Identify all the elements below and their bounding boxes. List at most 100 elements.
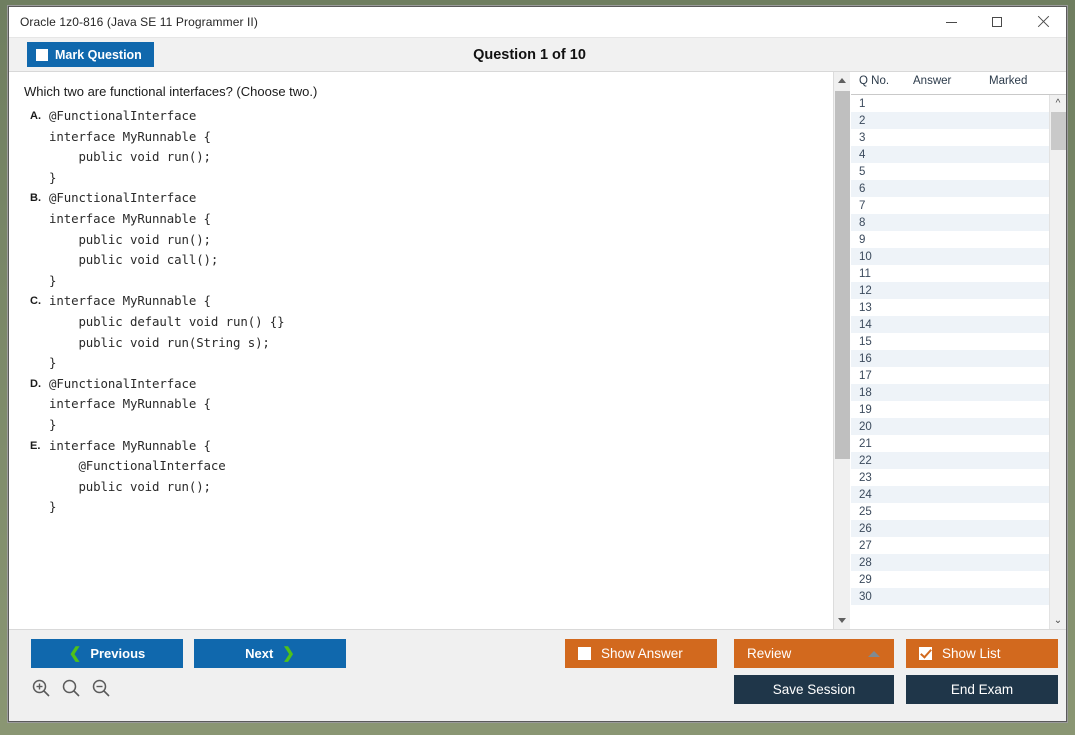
cell-q-no: 20: [859, 420, 872, 433]
cell-q-no: 9: [859, 233, 866, 246]
cell-q-no: 5: [859, 165, 866, 178]
table-row[interactable]: 6: [851, 180, 1049, 197]
maximize-button[interactable]: [974, 7, 1020, 38]
table-row[interactable]: 17: [851, 367, 1049, 384]
table-row[interactable]: 3: [851, 129, 1049, 146]
answer-option[interactable]: B.@FunctionalInterface interface MyRunna…: [23, 188, 833, 291]
save-session-label: Save Session: [772, 682, 856, 697]
table-row[interactable]: 25: [851, 503, 1049, 520]
scroll-down-button[interactable]: [834, 612, 851, 629]
table-row[interactable]: 16: [851, 350, 1049, 367]
answer-option[interactable]: A. @FunctionalInterface interface MyRunna…: [23, 106, 833, 188]
answer-options-list: A. @FunctionalInterface interface MyRunna…: [23, 106, 833, 518]
table-row[interactable]: 13: [851, 299, 1049, 316]
table-row[interactable]: 29: [851, 571, 1049, 588]
caret-up-icon: [868, 650, 880, 657]
zoom-reset-icon[interactable]: [61, 678, 81, 703]
table-row[interactable]: 28: [851, 554, 1049, 571]
table-row[interactable]: 8: [851, 214, 1049, 231]
table-row[interactable]: 15: [851, 333, 1049, 350]
title-bar: Oracle 1z0-816 (Java SE 11 Programmer II…: [9, 7, 1066, 38]
table-row[interactable]: 11: [851, 265, 1049, 282]
answer-option-code: @FunctionalInterface interface MyRunnabl…: [49, 108, 211, 185]
table-row[interactable]: 30: [851, 588, 1049, 605]
column-header-answer: Answer: [913, 75, 952, 87]
table-row[interactable]: 24: [851, 486, 1049, 503]
mark-question-button[interactable]: Mark Question: [27, 42, 154, 67]
show-answer-label: Show Answer: [601, 646, 683, 661]
table-row[interactable]: 22: [851, 452, 1049, 469]
list-scroll-up-button[interactable]: ^: [1055, 97, 1061, 109]
answer-option-letter: C.: [30, 295, 41, 308]
table-row[interactable]: 10: [851, 248, 1049, 265]
table-row[interactable]: 19: [851, 401, 1049, 418]
question-header-bar: Mark Question Question 1 of 10: [9, 38, 1066, 72]
answer-option-letter: A.: [30, 110, 41, 122]
content-scrollbar-track[interactable]: [834, 89, 851, 612]
question-counter: Question 1 of 10: [473, 46, 586, 63]
list-scrollbar-thumb[interactable]: [1051, 112, 1066, 150]
review-dropdown-button[interactable]: Review: [734, 639, 894, 668]
cell-q-no: 27: [859, 539, 872, 552]
cell-q-no: 21: [859, 437, 872, 450]
answer-option-code: @FunctionalInterface interface MyRunnabl…: [49, 375, 211, 432]
minimize-button[interactable]: [928, 7, 974, 38]
close-icon: [1037, 16, 1049, 28]
cell-q-no: 7: [859, 199, 866, 212]
scroll-up-button[interactable]: [834, 72, 851, 89]
table-row[interactable]: 27: [851, 537, 1049, 554]
next-button[interactable]: Next ❯: [194, 639, 346, 668]
table-row[interactable]: 14: [851, 316, 1049, 333]
zoom-out-icon[interactable]: [91, 678, 111, 703]
answer-option-code: interface MyRunnable { public default vo…: [49, 293, 285, 371]
table-row[interactable]: 26: [851, 520, 1049, 537]
list-scrollbar-track[interactable]: [1050, 112, 1067, 612]
table-row[interactable]: 23: [851, 469, 1049, 486]
zoom-in-icon[interactable]: [31, 678, 51, 703]
list-scroll-down-button[interactable]: ⌄: [1053, 614, 1063, 626]
page-title: Question 1 of 10: [9, 47, 1066, 63]
table-row[interactable]: 2: [851, 112, 1049, 129]
cell-q-no: 17: [859, 369, 872, 382]
table-row[interactable]: 12: [851, 282, 1049, 299]
answer-option[interactable]: E.interface MyRunnable { @FunctionalInte…: [23, 436, 833, 518]
show-list-button[interactable]: Show List: [906, 639, 1058, 668]
answer-option-code: @FunctionalInterface interface MyRunnabl…: [49, 190, 219, 288]
close-button[interactable]: [1020, 7, 1066, 38]
show-answer-button[interactable]: Show Answer: [565, 639, 717, 668]
cell-q-no: 8: [859, 216, 866, 229]
minimize-icon: [945, 21, 957, 23]
zoom-controls: [31, 678, 111, 703]
mark-question-checkbox-icon: [36, 48, 48, 61]
cell-q-no: 26: [859, 522, 872, 535]
end-exam-label: End Exam: [950, 682, 1014, 697]
answer-option[interactable]: C. interface MyRunnable { public default …: [23, 291, 833, 373]
cell-q-no: 22: [859, 454, 872, 467]
table-row[interactable]: 20: [851, 418, 1049, 435]
mark-question-label: Mark Question: [55, 47, 142, 62]
end-exam-button[interactable]: End Exam: [906, 675, 1058, 704]
table-row[interactable]: 4: [851, 146, 1049, 163]
content-scrollbar-thumb[interactable]: [834, 91, 850, 459]
cell-q-no: 13: [859, 301, 872, 314]
cell-q-no: 14: [859, 318, 872, 331]
save-session-button[interactable]: Save Session: [734, 675, 894, 704]
column-header-q-no: Q No.: [859, 75, 890, 87]
chevron-down-icon: [838, 618, 846, 623]
content-scrollbar[interactable]: [833, 72, 850, 629]
cell-q-no: 29: [859, 573, 872, 586]
table-row[interactable]: 9: [851, 231, 1049, 248]
answer-option[interactable]: D.@FunctionalInterface interface MyRunna…: [23, 374, 833, 436]
question-list-scrollbar[interactable]: ^ ⌄: [1049, 95, 1066, 629]
cell-q-no: 25: [859, 505, 872, 518]
cell-q-no: 23: [859, 471, 872, 484]
table-row[interactable]: 21: [851, 435, 1049, 452]
table-row[interactable]: 1: [851, 95, 1049, 112]
table-row[interactable]: 7: [851, 197, 1049, 214]
table-row[interactable]: 18: [851, 384, 1049, 401]
previous-button[interactable]: ❮ Previous: [31, 639, 183, 668]
window-controls: [928, 7, 1066, 38]
table-row[interactable]: 5: [851, 163, 1049, 180]
show-list-checkbox-icon: [919, 647, 932, 660]
